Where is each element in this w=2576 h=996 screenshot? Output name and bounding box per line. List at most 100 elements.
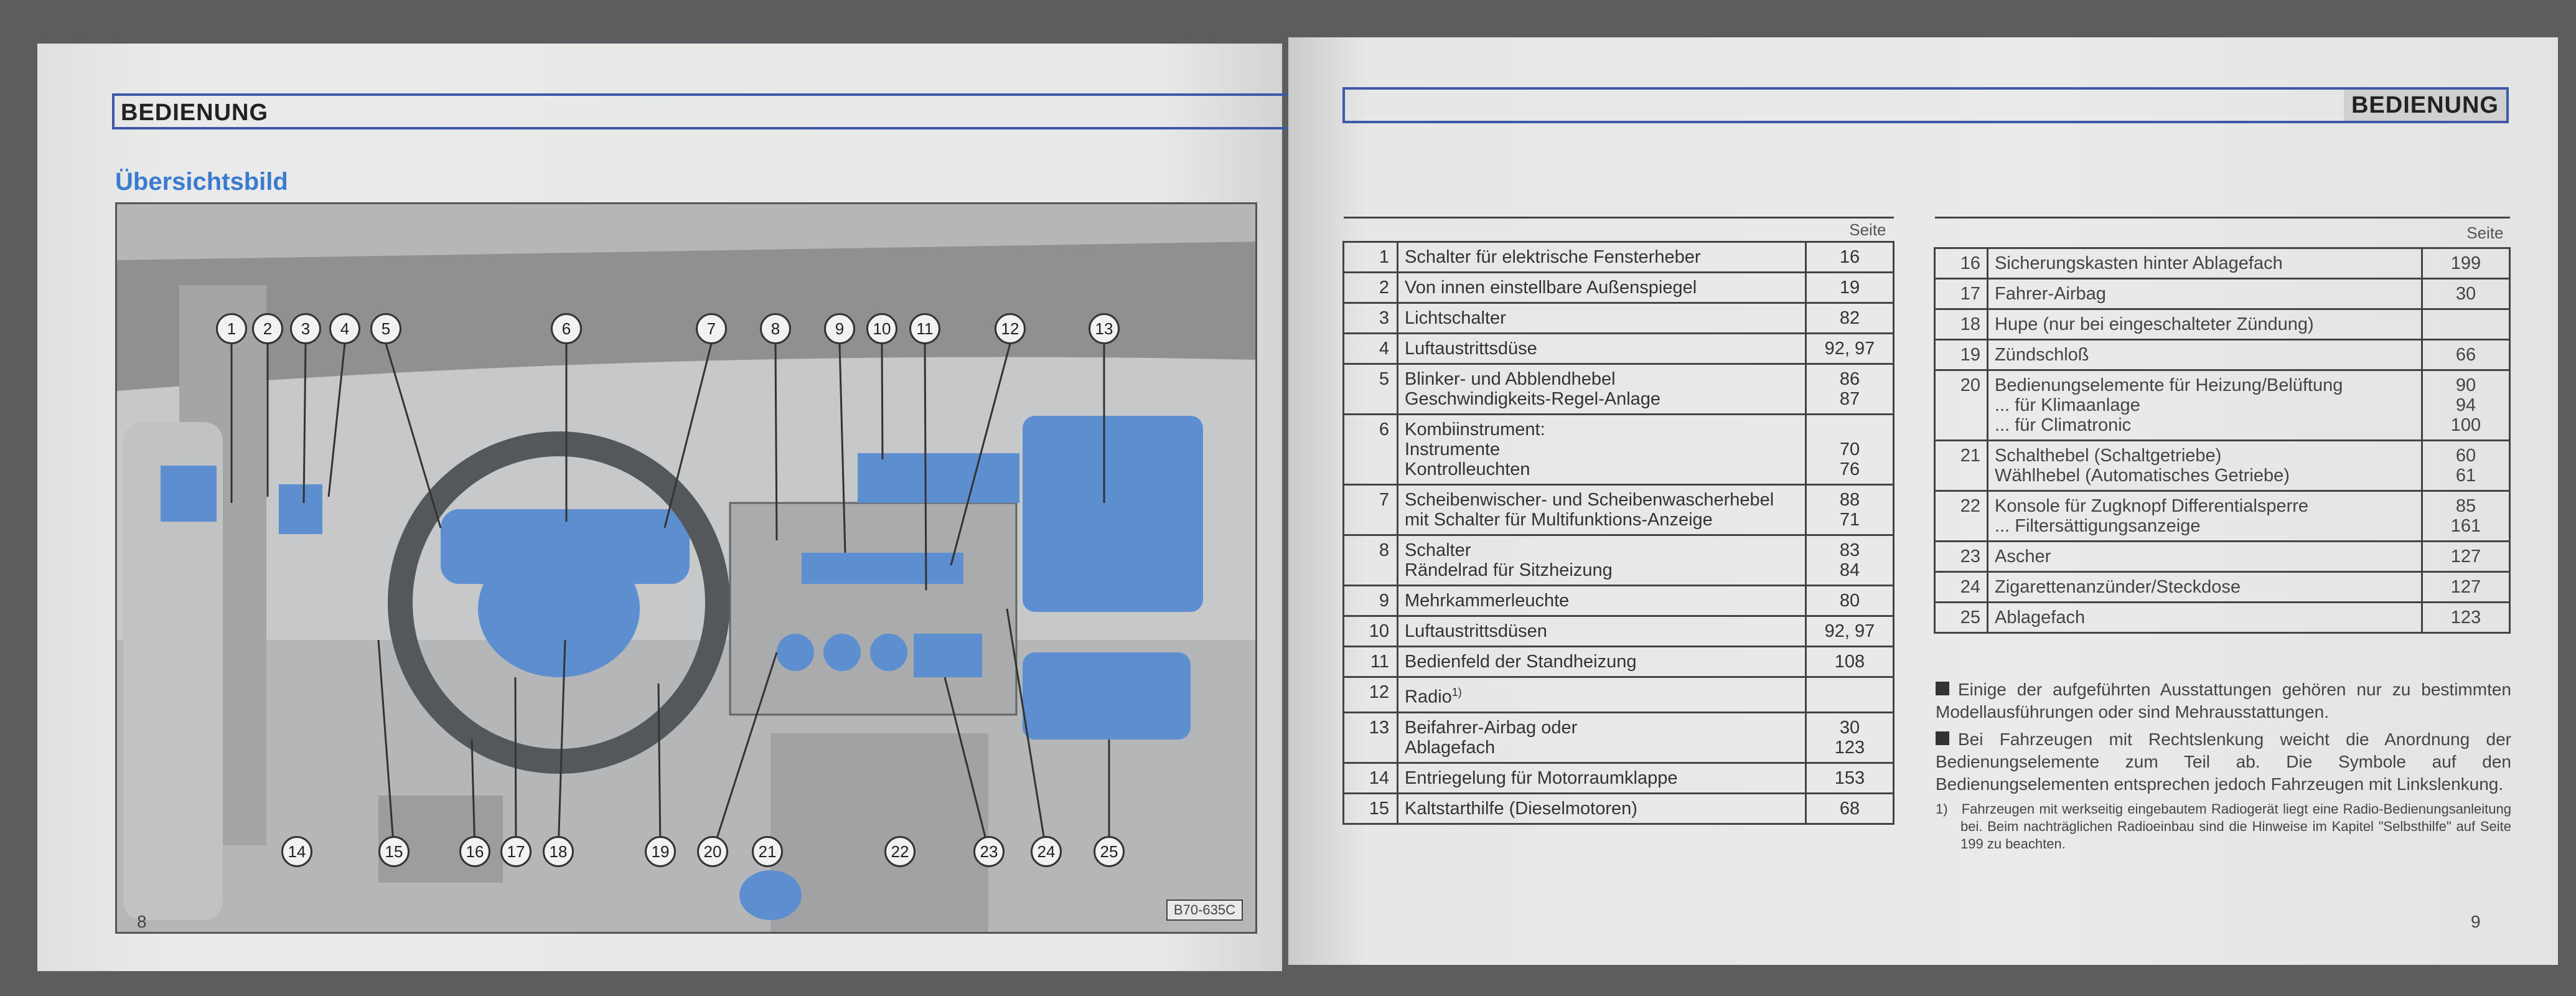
callout-14: 14: [281, 836, 312, 867]
callout-25: 25: [1094, 836, 1125, 867]
item-description: Fahrer-Airbag: [1987, 278, 2423, 310]
callout-16: 16: [459, 836, 490, 867]
page-ref: 70: [1839, 439, 1860, 459]
page-ref: 82: [1839, 308, 1860, 328]
table-row: 7 Scheibenwischer- und Scheibenwascherheb…: [1342, 484, 1895, 536]
page-ref: [2429, 314, 2503, 334]
description-text: Schalter für elektrische Fensterheber: [1405, 247, 1701, 267]
page-ref: [1813, 420, 1886, 439]
section-header: BEDIENUNG: [112, 93, 1295, 129]
description-line: Schalter für elektrische Fensterheber: [1405, 247, 1799, 267]
item-page: 82: [1805, 302, 1895, 334]
item-number: 16: [1934, 247, 1988, 280]
item-number: 7: [1342, 484, 1398, 536]
description-line: Bedienfeld der Standheizung: [1405, 652, 1799, 672]
page-ref: 68: [1839, 798, 1860, 819]
description-text: Geschwindigkeits-Regel-Anlage: [1405, 389, 1661, 409]
description-text: ... für Klimaanlage: [1995, 395, 2140, 415]
callout-6: 6: [551, 313, 582, 344]
description-line: ... für Climatronic: [1995, 415, 2415, 435]
description-text: Sicherungskasten hinter Ablagefach: [1995, 253, 2283, 273]
callout-9: 9: [824, 313, 855, 344]
page-ref: 123: [1834, 737, 1865, 758]
description-text: ... Filtersättigungsanzeige: [1995, 516, 2201, 536]
page-ref: 19: [1839, 278, 1860, 298]
item-number: 12: [1342, 676, 1398, 713]
section-title: BEDIENUNG: [2343, 90, 2506, 121]
gear-lever-part: [739, 870, 802, 920]
item-page: 19: [1805, 271, 1895, 304]
item-number: 5: [1342, 363, 1398, 415]
section-header: BEDIENUNG: [1342, 87, 2509, 123]
page-ref: 199: [2450, 253, 2481, 273]
item-number: 4: [1342, 332, 1398, 365]
item-page: 16: [1805, 241, 1895, 273]
description-line: Fahrer-Airbag: [1995, 284, 2415, 304]
description-text: Mehrkammerleuchte: [1405, 591, 1570, 611]
tunnel: [770, 733, 988, 932]
description-text: Fahrer-Airbag: [1995, 284, 2106, 304]
description-line: Radio1): [1405, 682, 1799, 707]
description-text: Kontrolleuchten: [1405, 459, 1530, 479]
item-number: 18: [1934, 308, 1988, 341]
dashboard-drawing: [117, 204, 1255, 932]
page-ref: 88: [1839, 490, 1860, 510]
page-ref: 61: [2455, 466, 2476, 486]
item-number: 3: [1342, 302, 1398, 334]
page-ref: 86: [1839, 369, 1860, 389]
description-line: Rändelrad für Sitzheizung: [1405, 560, 1799, 580]
description-text: Radio: [1405, 687, 1452, 707]
description-line: Lichtschalter: [1405, 308, 1799, 328]
item-number: 19: [1934, 339, 1988, 371]
description-text: Bedienfeld der Standheizung: [1405, 652, 1637, 672]
item-number: 10: [1342, 615, 1398, 647]
window-switch-part: [161, 466, 217, 522]
item-page: [1805, 676, 1895, 713]
description-line: Ablagefach: [1995, 608, 2415, 627]
item-number: 11: [1342, 646, 1398, 678]
page-number: 9: [2471, 912, 2481, 931]
item-number: 17: [1934, 278, 1988, 310]
air-vent-left-part: [279, 484, 322, 534]
page-ref: 60: [2455, 446, 2476, 466]
page-ref: 30: [1839, 717, 1860, 738]
item-description: Luftaustrittsdüsen: [1397, 615, 1807, 647]
item-description: Ascher: [1987, 540, 2423, 573]
description-text: Scheibenwischer- und Scheibenwascherhebe…: [1405, 490, 1774, 510]
item-page: 66: [2421, 339, 2511, 371]
item-description: Luftaustrittsdüse: [1397, 332, 1807, 365]
description-text: Wählhebel (Automatisches Getriebe): [1995, 466, 2290, 486]
description-text: Rändelrad für Sitzheizung: [1405, 560, 1613, 580]
item-number: 13: [1342, 711, 1398, 764]
callout-15: 15: [378, 836, 410, 867]
callout-20: 20: [697, 836, 728, 867]
bullet-icon: [1936, 731, 1949, 745]
item-description: Lichtschalter: [1397, 302, 1807, 334]
description-text: Hupe (nur bei eingeschalteter Zündung): [1995, 314, 2314, 334]
item-description: Von innen einstellbare Außenspiegel: [1397, 271, 1807, 304]
description-text: Luftaustrittsdüsen: [1405, 621, 1547, 641]
description-text: Kombiinstrument:: [1405, 420, 1545, 439]
bullet-icon: [1936, 682, 1949, 695]
page-ref: 85: [2455, 496, 2476, 516]
item-number: 2: [1342, 271, 1398, 304]
item-page: 199: [2421, 247, 2511, 280]
page-ref: 71: [1839, 510, 1860, 530]
callout-21: 21: [752, 836, 783, 867]
item-page: 127: [2421, 571, 2511, 603]
